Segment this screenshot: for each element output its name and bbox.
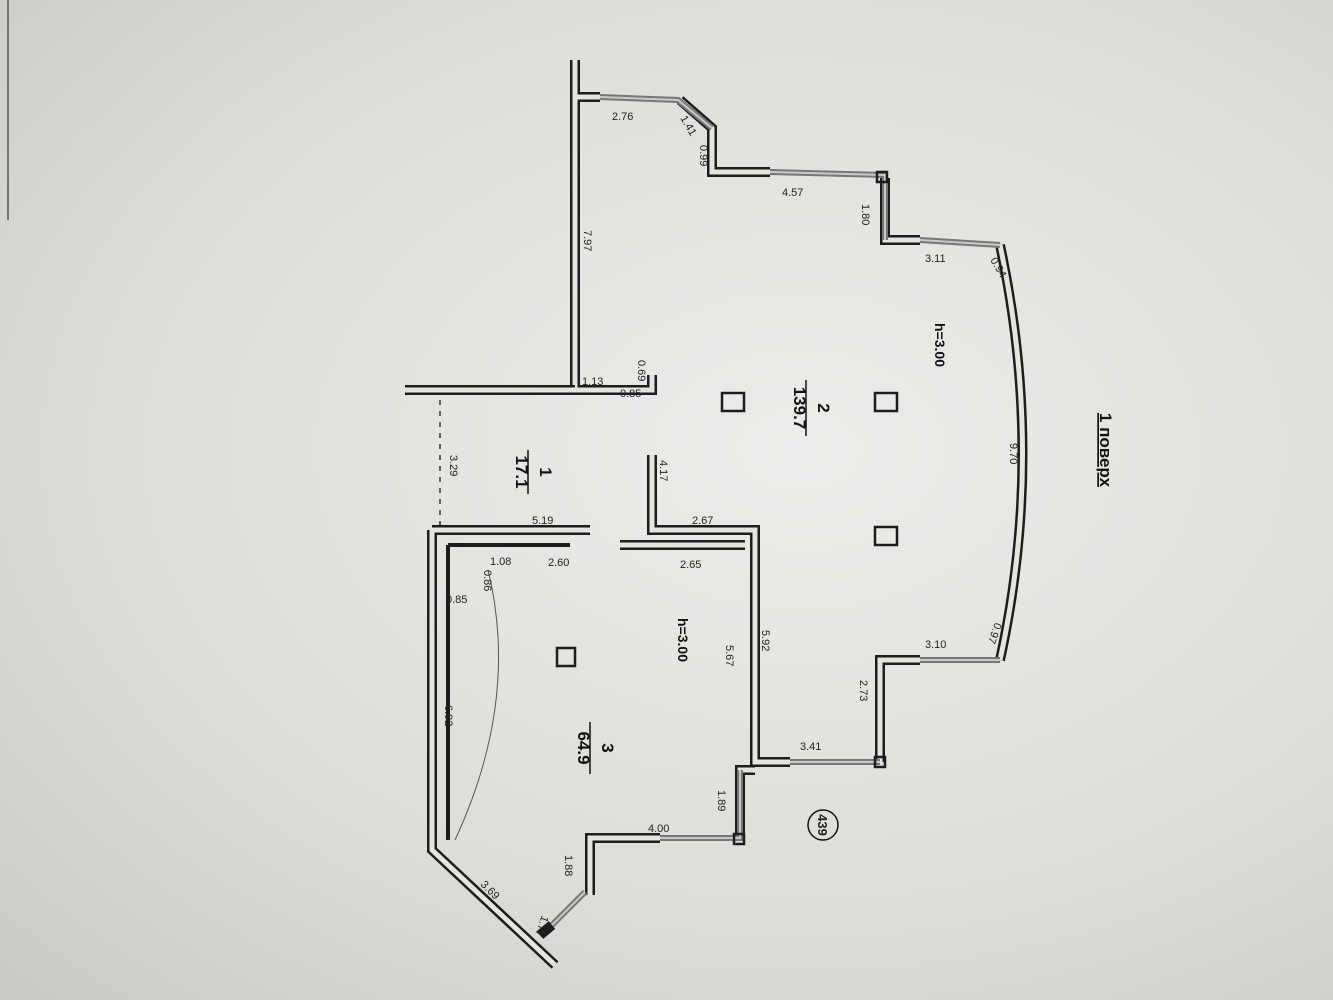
room-2-label: 2 139.7 h=3.00 <box>790 323 948 436</box>
svg-text:3.10: 3.10 <box>925 639 946 651</box>
floor-title: 1 поверх <box>1096 413 1115 488</box>
svg-text:4.17: 4.17 <box>657 460 669 481</box>
svg-text:7.97: 7.97 <box>581 230 593 251</box>
svg-text:439: 439 <box>815 814 830 836</box>
svg-text:5.92: 5.92 <box>759 630 771 651</box>
arc-line <box>454 569 500 841</box>
svg-text:3.41: 3.41 <box>800 741 821 753</box>
svg-text:1.80: 1.80 <box>859 204 871 225</box>
svg-text:h=3.00: h=3.00 <box>932 323 948 367</box>
svg-text:1.88: 1.88 <box>562 855 574 876</box>
svg-text:2.67: 2.67 <box>692 515 713 527</box>
svg-text:0.99: 0.99 <box>697 145 709 166</box>
windows <box>549 94 1001 928</box>
svg-text:2.60: 2.60 <box>548 557 569 569</box>
svg-text:2.73: 2.73 <box>857 680 869 701</box>
svg-text:2: 2 <box>814 403 833 412</box>
room-1-label: 1 17.1 <box>512 450 555 494</box>
room-3-label: 3 64.9 h=3.00 <box>574 618 691 774</box>
svg-text:4.00: 4.00 <box>648 823 669 835</box>
dimension-labels: 2.76 1.41 0.99 4.57 1.80 3.11 0.94 9.70 … <box>442 111 1019 938</box>
svg-text:h=3.00: h=3.00 <box>675 618 691 662</box>
columns <box>555 391 899 668</box>
window-post <box>875 170 889 184</box>
svg-text:5.19: 5.19 <box>532 515 553 527</box>
svg-text:0.69: 0.69 <box>635 360 647 381</box>
walls <box>405 60 1028 969</box>
svg-text:3: 3 <box>598 743 617 752</box>
svg-text:9.70: 9.70 <box>1007 443 1019 464</box>
svg-text:1.89: 1.89 <box>715 790 727 811</box>
svg-text:64.9: 64.9 <box>574 731 593 764</box>
svg-text:3.11: 3.11 <box>925 253 946 265</box>
svg-text:0.85: 0.85 <box>446 594 467 606</box>
svg-text:1.08: 1.08 <box>490 556 511 568</box>
window-post <box>873 755 887 769</box>
svg-text:1.13: 1.13 <box>582 376 603 388</box>
window-post <box>732 832 746 846</box>
svg-text:4.57: 4.57 <box>782 187 803 199</box>
plan-number-badge: 439 <box>807 809 839 841</box>
svg-text:2.65: 2.65 <box>680 559 701 571</box>
svg-text:0.86: 0.86 <box>481 570 493 591</box>
svg-text:2.76: 2.76 <box>612 111 633 123</box>
svg-text:17.1: 17.1 <box>512 455 531 488</box>
svg-text:0.85: 0.85 <box>620 388 641 400</box>
svg-text:6.92: 6.92 <box>442 705 454 726</box>
svg-text:139.7: 139.7 <box>790 387 809 430</box>
svg-text:3.29: 3.29 <box>447 455 459 476</box>
svg-text:1: 1 <box>536 467 555 476</box>
svg-text:5.67: 5.67 <box>723 645 735 666</box>
